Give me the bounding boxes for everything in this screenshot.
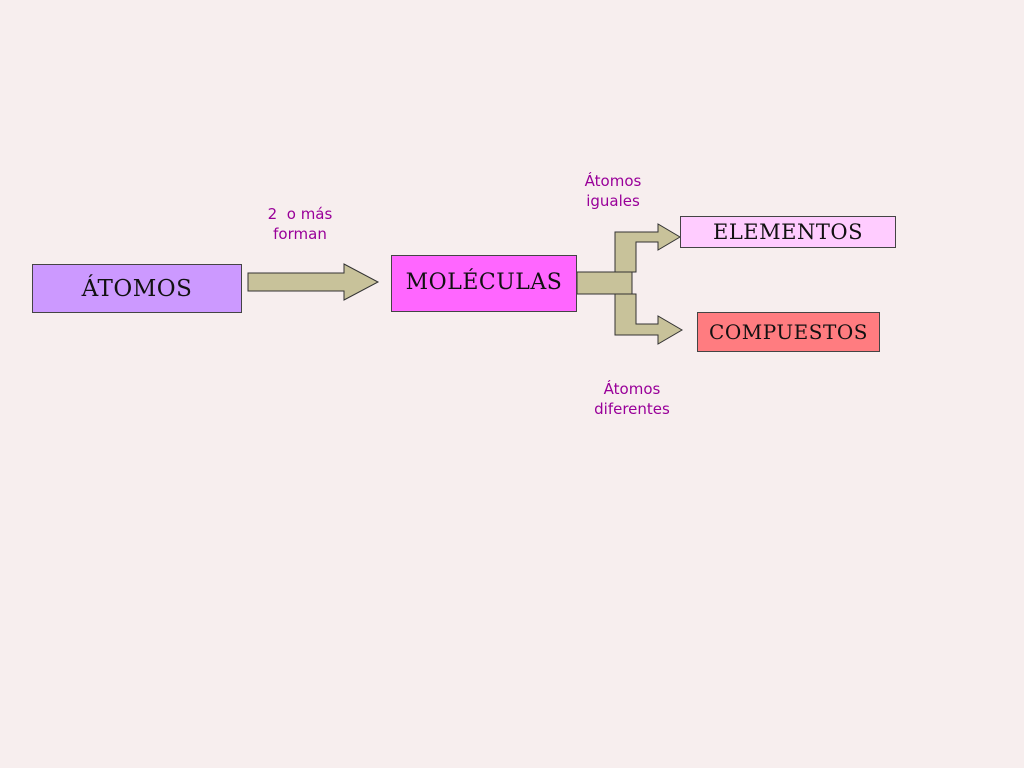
edge-label-forman: 2 o más forman bbox=[255, 204, 345, 244]
node-elementos: ELEMENTOS bbox=[680, 216, 896, 248]
arrow-branch-to-elementos bbox=[614, 223, 681, 273]
edge-label-iguales-line2: iguales bbox=[586, 192, 640, 210]
edge-label-iguales-line1: Átomos bbox=[584, 172, 642, 190]
arrow-stem bbox=[576, 271, 633, 295]
node-moleculas: MOLÉCULAS bbox=[391, 255, 577, 312]
edge-label-diferentes-line1: Átomos bbox=[603, 380, 661, 398]
edge-label-forman-line2: forman bbox=[273, 225, 327, 243]
arrow-atomos-to-moleculas bbox=[247, 263, 380, 301]
arrow-branch-to-compuestos bbox=[614, 293, 683, 345]
node-atomos: ÁTOMOS bbox=[32, 264, 242, 313]
edge-label-diferentes: Átomos diferentes bbox=[580, 379, 684, 419]
node-compuestos: COMPUESTOS bbox=[697, 312, 880, 352]
edge-label-diferentes-line2: diferentes bbox=[594, 400, 670, 418]
edge-label-iguales: Átomos iguales bbox=[570, 171, 656, 211]
edge-label-forman-line1: 2 o más bbox=[267, 205, 333, 223]
